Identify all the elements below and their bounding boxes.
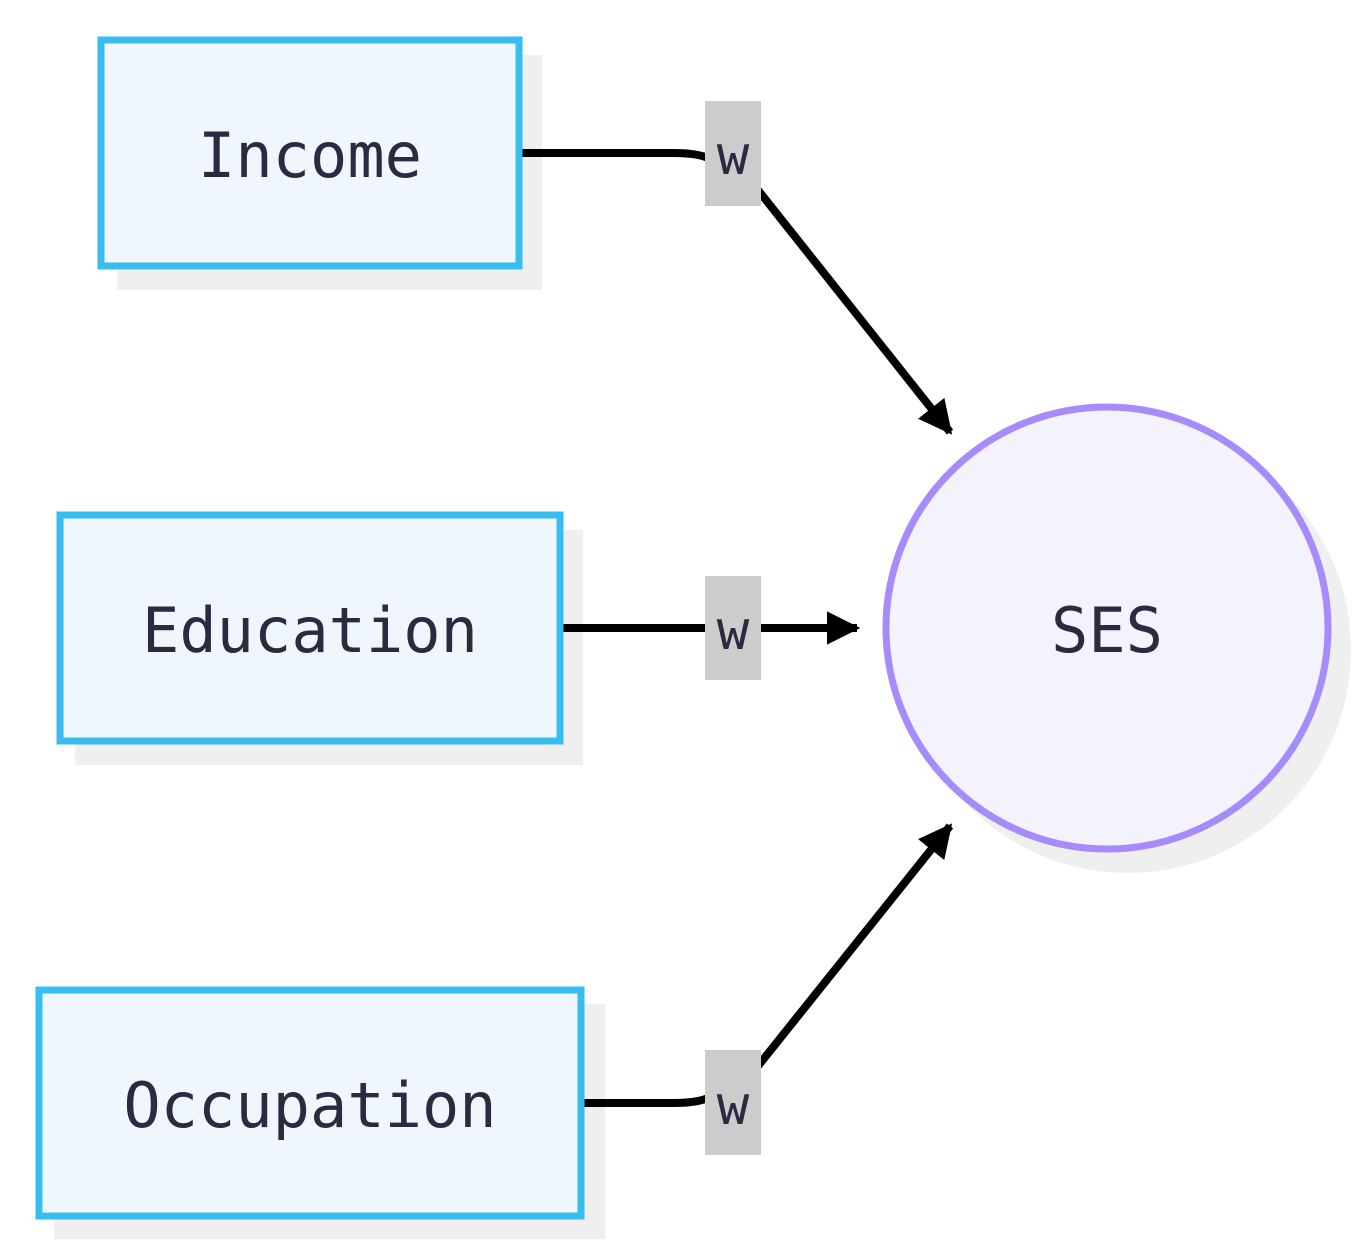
education-node-box [56,511,564,745]
income-node-label: Income [198,119,422,192]
ses-node[interactable]: SES [882,403,1332,853]
ses-node-circle [882,403,1332,853]
ses-node-label: SES [1051,594,1163,667]
edge-label-bg-income [705,101,761,206]
income-node[interactable]: Income [97,36,523,270]
occupation-node-box [35,986,585,1220]
edge-label-occupation: w [717,1074,750,1137]
education-node[interactable]: Education [56,511,564,745]
edge-occupation-to-ses [583,823,954,1107]
education-node-label: Education [142,594,478,667]
occupation-node-label: Occupation [123,1069,496,1142]
edge-label-bg-occupation [705,1050,761,1155]
occupation-node[interactable]: Occupation [35,986,585,1220]
edge-label-income: w [717,124,750,187]
edge-label-bg-education [705,576,761,680]
edge-labels: w w w [705,101,761,1155]
edge-label-education: w [717,599,750,662]
income-node-box [97,36,523,270]
